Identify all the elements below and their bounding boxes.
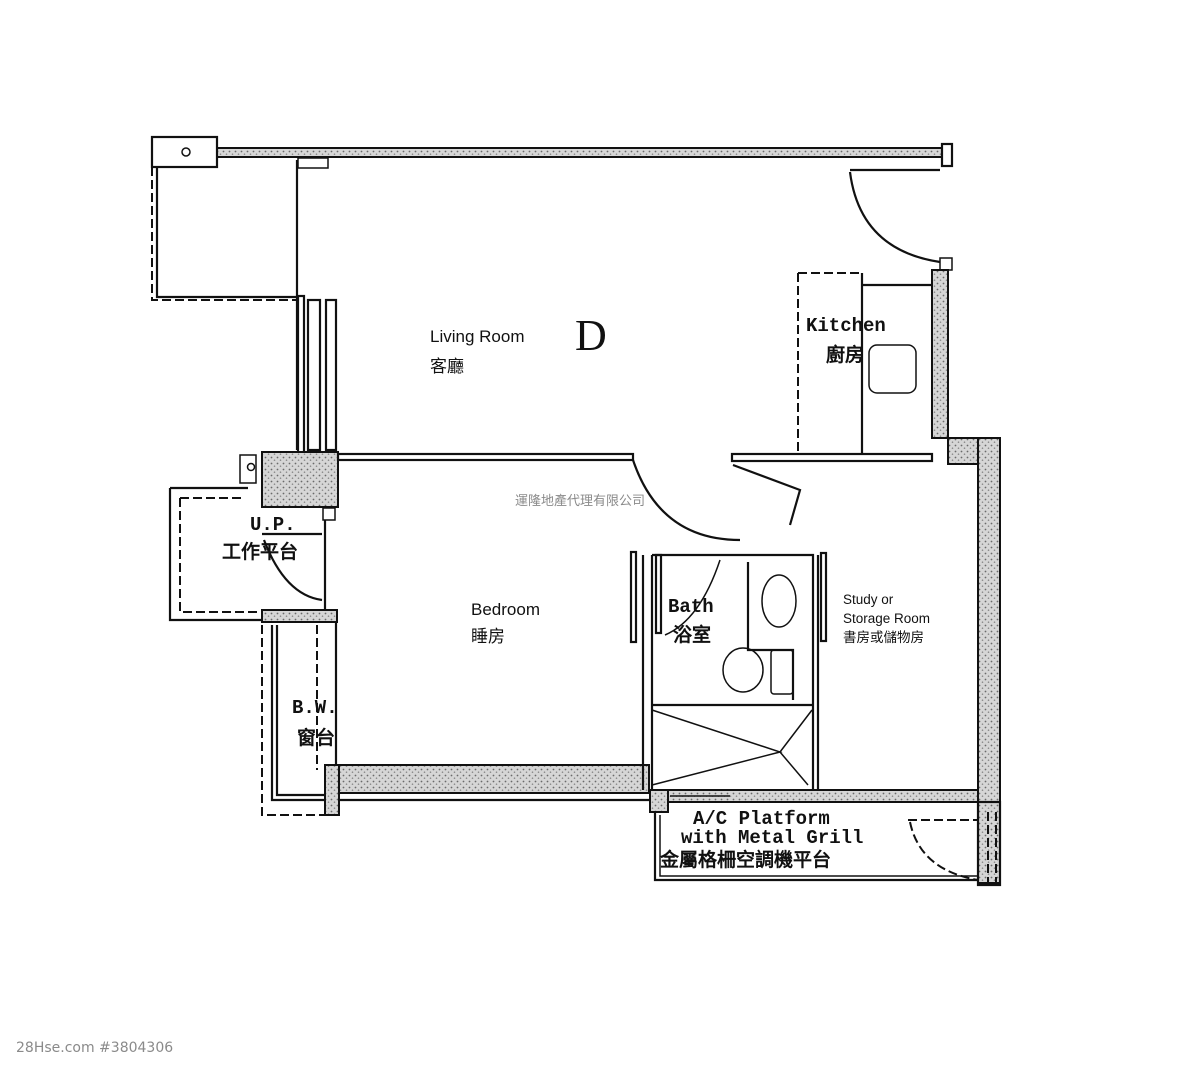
- kitchen-label-zh: 廚房: [826, 343, 864, 366]
- bay-window-label-en: B.W.: [292, 697, 338, 719]
- bay-window: [261, 622, 340, 816]
- living-room-label-zh: 客廳: [430, 357, 464, 376]
- central-wall: [239, 451, 934, 521]
- top-left-alcove: [151, 157, 329, 450]
- study-label-en-2: Storage Room: [843, 611, 930, 626]
- living-room-label-en: Living Room: [430, 327, 525, 346]
- bay-window-label-zh: 窗台: [297, 726, 335, 749]
- study-label-en-1: Study or: [843, 592, 894, 607]
- ac-platform-label-en-1: A/C Platform: [693, 808, 830, 830]
- bedroom-label-zh: 睡房: [471, 627, 505, 646]
- ac-platform: [653, 800, 1002, 887]
- bathroom: [629, 550, 828, 790]
- kitchen-label-en: Kitchen: [806, 315, 886, 337]
- study-label-zh: 書房或儲物房: [843, 630, 924, 645]
- bedroom-door: [631, 459, 802, 542]
- bedroom-label-en: Bedroom: [471, 600, 540, 619]
- ac-platform-label-zh: 金屬格柵空調機平台: [659, 848, 831, 871]
- top-wall: [150, 135, 954, 169]
- agency-watermark: 運隆地產代理有限公司: [515, 493, 645, 509]
- ac-platform-label-en-2: with Metal Grill: [681, 827, 863, 849]
- bedroom-bottom-wall: [338, 764, 650, 802]
- unit-letter: D: [575, 311, 607, 360]
- utility-label-en: U.P.: [250, 514, 296, 536]
- room-labels: Living Room 客廳 D Kitchen 廚房 運隆地產代理有限公司 B…: [222, 311, 930, 871]
- bath-label-en: Bath: [668, 596, 714, 618]
- study-bottom-wall: [649, 789, 979, 813]
- utility-platform: [168, 486, 338, 623]
- entrance-door: [848, 168, 953, 271]
- bath-label-zh: 浴室: [673, 623, 711, 646]
- kitchen-area: [797, 272, 932, 455]
- source-footer: 28Hse.com #3804306: [16, 1040, 174, 1056]
- utility-label-zh: 工作平台: [222, 540, 298, 563]
- living-window: [296, 294, 338, 456]
